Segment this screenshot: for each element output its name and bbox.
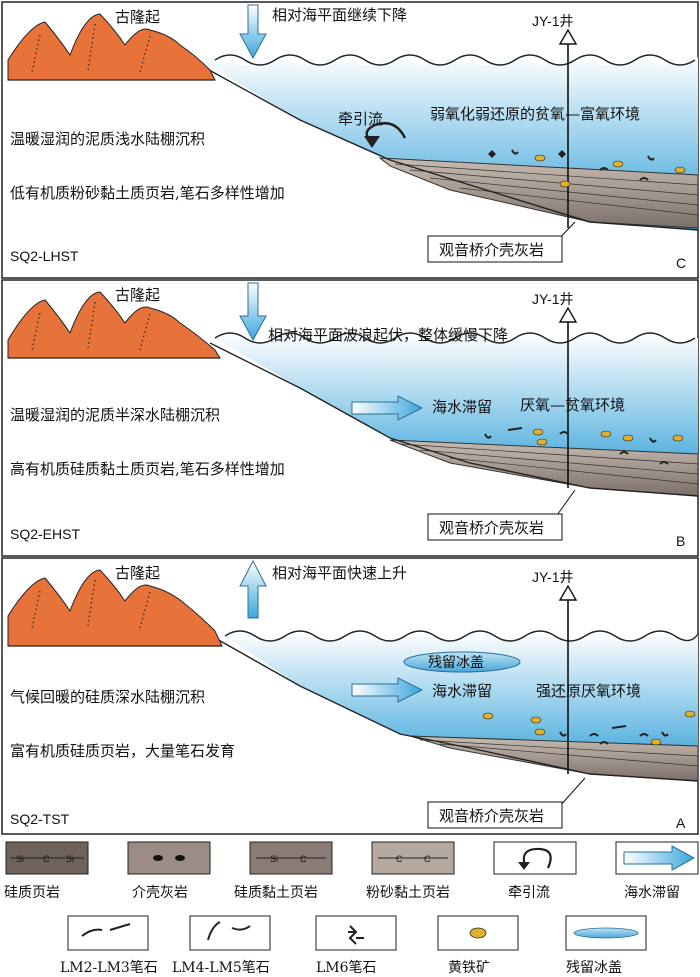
swatch-si-text: Si: [66, 854, 74, 864]
legend-pyrite: 黄铁矿: [437, 915, 519, 976]
sea-level-fall-arrow: [239, 4, 267, 60]
stagnation-arrow: [351, 677, 424, 703]
legend-label: 残留冰盖: [566, 960, 622, 976]
redox-label: 厌氧—贫氧环境: [520, 396, 625, 414]
legend-traction-current: 牵引流: [493, 841, 577, 901]
swatch-si-text: Si: [270, 854, 278, 864]
graptolites: [484, 427, 669, 465]
panel-b: 古隆起 相对海平面波浪起伏，整体缓慢下降 JY-1井 海水滞留 厌氧—贫氧环境 …: [1, 279, 699, 557]
legend-label: 粉砂黏土页岩: [366, 885, 450, 901]
sea-level-fall-arrow: [239, 282, 267, 342]
legend-graptolite-lm6: LM6笔石: [315, 915, 397, 976]
ice-cap-label: 残留冰盖: [428, 655, 484, 671]
redox-label: 强还原厌氧环境: [536, 682, 641, 700]
legend-graptolite-lm4-lm5: LM4-LM5笔石: [172, 915, 271, 976]
sea-level-text: 相对海平面继续下降: [272, 6, 407, 24]
panel-letter: A: [676, 815, 686, 831]
environment-line-2: 高有机质硅质黏土质页岩,笔石多样性增加: [10, 460, 285, 478]
well-marker: [558, 28, 578, 45]
legend-label: LM6笔石: [316, 960, 377, 976]
ancient-uplift: [7, 569, 223, 647]
ancient-uplift: [7, 13, 216, 81]
environment-line-1: 气候回暖的硅质深水陆棚沉积: [10, 688, 205, 706]
legend-label: 牵引流: [508, 885, 550, 901]
panel-letter: C: [676, 255, 686, 271]
swatch-c-text: C: [300, 854, 307, 864]
well-marker: [558, 306, 578, 323]
stagnation-label: 海水滞留: [432, 398, 492, 416]
sea-body: [225, 631, 698, 776]
pyrite-nodules: [532, 428, 684, 446]
legend: Si C Si 硅质页岩 介壳灰岩 Si C 硅质黏土页岩 C C 粉砂黏土页岩: [4, 841, 699, 976]
uplift-label: 古隆起: [115, 8, 160, 26]
residual-ice-cap: [403, 651, 521, 673]
seafloor-profile: [199, 64, 699, 231]
panel-letter: B: [676, 533, 685, 549]
stagnation-arrow: [351, 395, 424, 421]
sequence-label: SQ2-EHST: [10, 526, 80, 542]
seafloor-profile: [209, 342, 699, 497]
sea-surface-wave: [214, 332, 696, 344]
panel-c: 古隆起 相对海平面继续下降 JY-1井 牵引流 弱氧化弱还原的贫氧—富氧环境 温…: [1, 1, 699, 279]
legend-label: LM2-LM3笔石: [60, 960, 158, 976]
redox-label: 弱氧化弱还原的贫氧—富氧环境: [430, 105, 640, 123]
uplift-label: 古隆起: [115, 286, 160, 304]
current-label: 牵引流: [338, 110, 383, 128]
legend-label: 黄铁矿: [448, 959, 490, 976]
environment-line-1: 温暖湿润的泥质半深水陆棚沉积: [10, 406, 220, 424]
swatch-c-text: C: [396, 854, 403, 864]
well-label: JY-1井: [532, 13, 574, 29]
shell-limestone-swatch: [127, 841, 211, 875]
seafloor-profile: [214, 637, 699, 782]
well-label: JY-1井: [532, 291, 574, 307]
panel-a: 古隆起 相对海平面快速上升 JY-1井 残留冰盖 海水滞留 强还原厌氧环境 气候…: [1, 557, 699, 835]
limestone-label: 观音桥介壳灰岩: [439, 519, 544, 537]
limestone-callout-box: [427, 513, 563, 541]
legend-graptolite-lm2-lm3: LM2-LM3笔石: [60, 915, 158, 976]
limestone-label: 观音桥介壳灰岩: [439, 807, 544, 825]
legend-label: 硅质黏土页岩: [234, 885, 318, 901]
sea-surface-wave: [214, 54, 696, 66]
pyrite-nodules: [482, 710, 696, 746]
environment-line-2: 富有机质硅质页岩，大量笔石发育: [10, 742, 235, 760]
legend-label: 介壳灰岩: [132, 884, 188, 901]
legend-siliceous-shale: Si C Si 硅质页岩: [4, 841, 89, 901]
sequence-label: SQ2-LHST: [10, 248, 79, 264]
legend-siliceous-clay-shale: Si C 硅质黏土页岩: [234, 841, 333, 901]
well-marker: [558, 584, 578, 601]
swatch-si-text: Si: [16, 854, 24, 864]
graptolite-lm4-lm5-swatch: [189, 915, 271, 951]
limestone-label: 观音桥介壳灰岩: [439, 241, 544, 259]
pyrite-nodules: [534, 154, 686, 188]
legend-shell-limestone: 介壳灰岩: [127, 841, 211, 901]
legend-label: LM4-LM5笔石: [172, 960, 270, 976]
graptolites: [488, 149, 655, 181]
sequence-label: SQ2-TST: [10, 811, 70, 827]
ancient-uplift: [7, 291, 221, 359]
environment-line-2: 低有机质粉砂黏土质页岩,笔石多样性增加: [10, 184, 285, 202]
environment-line-1: 温暖湿润的泥质浅水陆棚沉积: [10, 130, 205, 148]
sea-surface-wave: [224, 630, 699, 642]
swatch-c-text: C: [43, 854, 50, 864]
graptolites: [559, 725, 669, 745]
traction-current-swatch: [493, 841, 577, 875]
graptolite-lm2-lm3-swatch: [67, 915, 149, 951]
uplift-label: 古隆起: [115, 564, 160, 582]
legend-seawater-stagnation: 海水滞留: [615, 841, 699, 901]
legend-label: 硅质页岩: [4, 885, 60, 901]
legend-silty-clay-shale: C C 粉砂黏土页岩: [366, 841, 455, 901]
stagnation-label: 海水滞留: [432, 682, 492, 700]
sea-level-text: 相对海平面波浪起伏，整体缓慢下降: [268, 326, 508, 344]
limestone-callout-box: [427, 801, 563, 829]
legend-residual-ice-cap: 残留冰盖: [565, 915, 647, 976]
sea-level-rise-arrow: [239, 559, 267, 619]
well-label: JY-1井: [532, 569, 574, 585]
limestone-callout-box: [427, 235, 563, 263]
legend-label: 海水滞留: [624, 885, 680, 901]
swatch-c-text: C: [424, 854, 431, 864]
sea-level-text: 相对海平面快速上升: [272, 564, 407, 582]
